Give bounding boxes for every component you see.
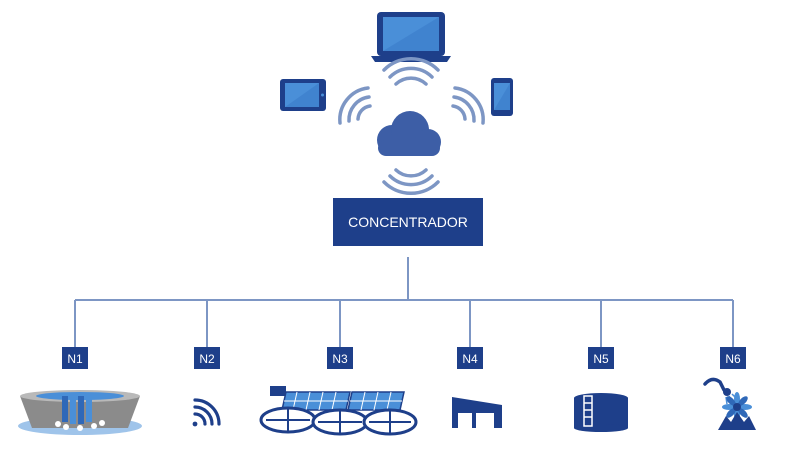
laptop-icon xyxy=(371,12,451,62)
node-label: N3 xyxy=(332,352,348,366)
wifi-signal-left-icon xyxy=(338,86,372,125)
node-badge-n4: N4 xyxy=(457,347,483,369)
node-badge-n1: N1 xyxy=(62,347,88,369)
concentrator-box: CONCENTRADOR xyxy=(333,198,483,246)
node-badge-n6: N6 xyxy=(720,347,746,369)
water-treatment-icon xyxy=(18,390,142,435)
network-lines xyxy=(74,257,734,347)
tablet-icon xyxy=(280,79,326,111)
cloud-icon xyxy=(377,111,441,156)
node-badge-n3: N3 xyxy=(327,347,353,369)
node-badge-n2: N2 xyxy=(194,347,220,369)
node-label: N5 xyxy=(593,352,609,366)
node-badge-n5: N5 xyxy=(588,347,614,369)
pump-station-icon xyxy=(703,377,756,430)
node-label: N2 xyxy=(199,352,215,366)
water-tank-icon xyxy=(574,393,628,432)
node-label: N4 xyxy=(462,352,478,366)
wifi-signal-right-icon xyxy=(451,86,485,125)
wifi-signal-bottom-icon xyxy=(382,168,440,196)
wireless-signal-icon xyxy=(192,398,221,427)
node-label: N6 xyxy=(725,352,741,366)
smartphone-icon xyxy=(491,78,513,116)
wifi-signal-top-icon xyxy=(382,56,440,86)
node-label: N1 xyxy=(67,352,83,366)
clarifier-plant-icon xyxy=(259,386,418,436)
building-icon xyxy=(452,397,502,428)
concentrator-label: CONCENTRADOR xyxy=(348,214,468,230)
